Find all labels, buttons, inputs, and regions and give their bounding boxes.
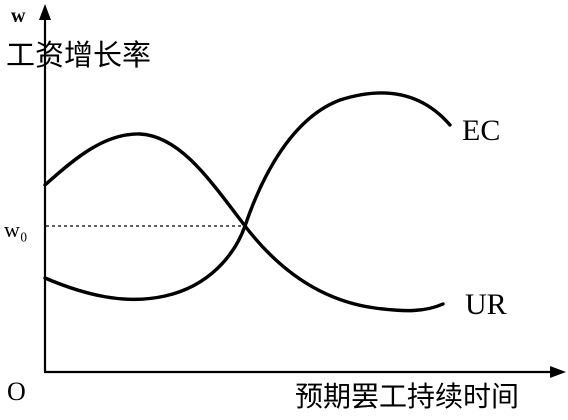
y-axis-variable-label: w — [11, 5, 26, 27]
ur-curve-label: UR — [465, 288, 507, 321]
w0-label: w₀ — [4, 217, 28, 242]
x-axis-arrowhead — [550, 366, 566, 378]
y-axis-title: 工资增长率 — [6, 38, 152, 72]
x-axis-title: 预期罢工持续时间 — [295, 380, 520, 413]
y-axis-arrowhead — [39, 4, 51, 20]
ec-curve — [43, 91, 452, 302]
ur-curve — [43, 132, 445, 313]
origin-label: O — [7, 377, 26, 406]
ec-curve-label: EC — [462, 114, 501, 147]
